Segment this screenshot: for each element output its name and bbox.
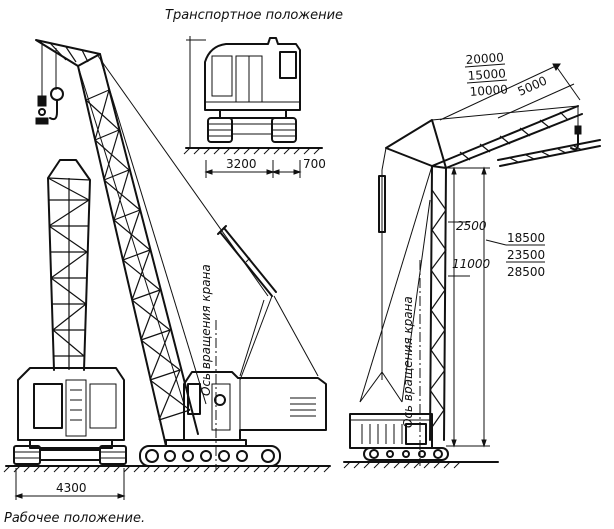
main-crane-side-view: Ось вращения крана — [35, 39, 331, 473]
dim-transport-width: 3200 — [226, 157, 257, 171]
dim-boom-head: 2500 — [456, 219, 487, 233]
dim-reach-15000: 15000 — [467, 66, 506, 83]
dim-reach-10000: 10000 — [469, 82, 508, 99]
dim-height-23500: 23500 — [507, 248, 545, 262]
dim-height-18500: 18500 — [507, 231, 545, 245]
dim-height-28500: 28500 — [507, 265, 545, 279]
transport-view: 3200 700 — [183, 36, 326, 178]
title-transport-position: Транспортное положение — [165, 8, 343, 23]
dim-reach-20000: 20000 — [465, 50, 504, 67]
dim-transport-overhang: 700 — [303, 157, 326, 171]
tall-boom-view: Ось вращения крана 2500 11000 18500 2350… — [343, 50, 601, 469]
dim-track-width: 4300 — [56, 481, 87, 495]
label-rotation-axis-right: Ось вращения крана — [401, 296, 415, 428]
dim-boom-section: 11000 — [452, 257, 491, 271]
rear-view-crane: 4300 — [3, 159, 139, 500]
title-working-position: Рабочее положение. — [4, 511, 145, 526]
label-rotation-axis-left: Ось вращения крана — [199, 264, 213, 396]
